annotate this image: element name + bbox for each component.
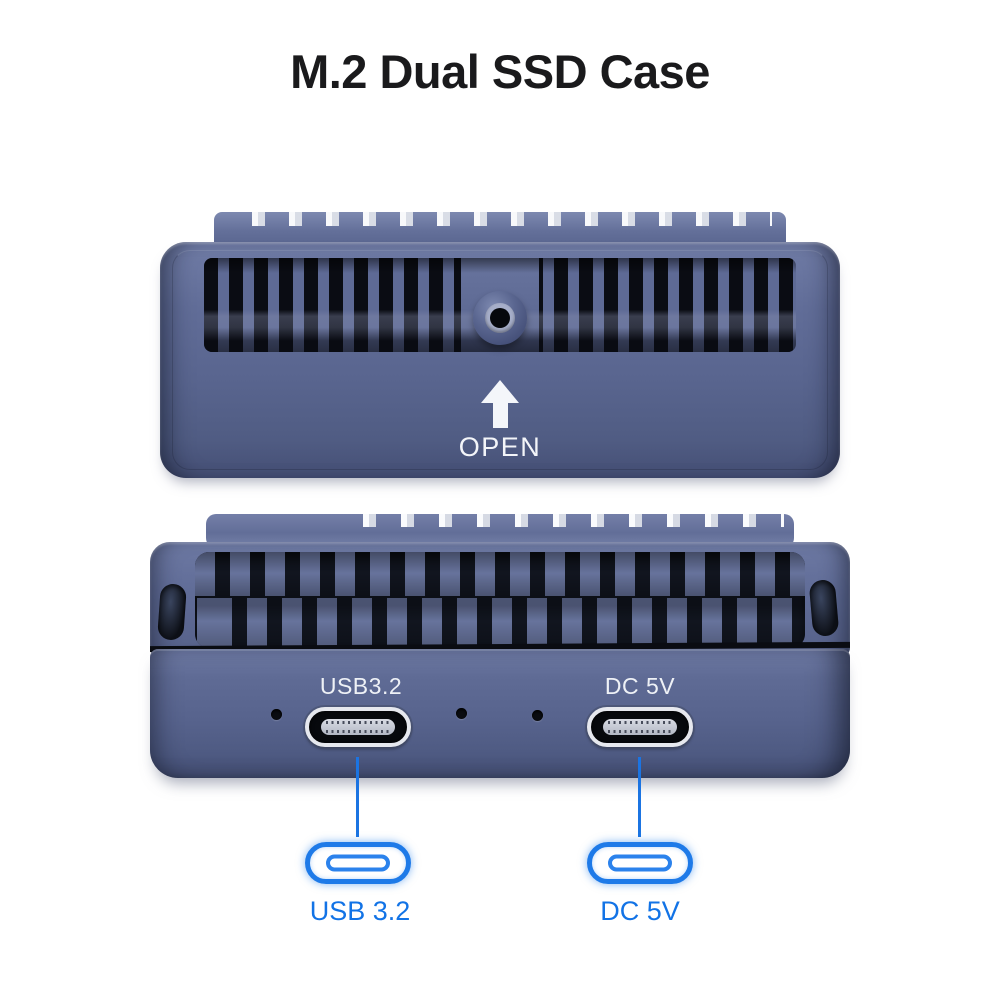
usb-c-port-usb xyxy=(305,707,411,747)
usb-c-connector-icon xyxy=(587,842,693,884)
usb-c-connector-icon-inner xyxy=(326,854,390,872)
enclosure-rear-view: USB3.2 DC 5V xyxy=(149,512,851,780)
led-indicator-hole xyxy=(271,709,282,720)
usb-c-connector-icon xyxy=(305,842,411,884)
usb-c-connector-icon-inner xyxy=(608,854,672,872)
callout-leader-line-usb xyxy=(356,757,359,837)
vent-teeth-bottom-row xyxy=(195,598,805,648)
usb-c-port-dc xyxy=(587,707,693,747)
open-label: OPEN xyxy=(458,432,542,462)
heatsink-fin-notches-rear xyxy=(338,514,784,527)
enclosure-top-view: OPEN xyxy=(160,212,840,478)
callout-leader-line-dc xyxy=(638,757,641,837)
lanyard-hole-right xyxy=(808,578,840,638)
vent-teeth-top-row xyxy=(195,552,805,597)
enclosure-base: USB3.2 DC 5V xyxy=(150,649,850,778)
up-arrow-icon-shaft xyxy=(492,402,508,428)
callout-label-dc: DC 5V xyxy=(600,896,680,926)
usb-c-port-tongue xyxy=(321,719,395,735)
page-title: M.2 Dual SSD Case xyxy=(290,45,710,98)
screw-hole-center xyxy=(490,308,510,328)
screw-hole xyxy=(473,291,527,345)
heatsink-fin-notches xyxy=(228,212,772,226)
up-arrow-icon xyxy=(481,380,519,403)
callout-label-usb: USB 3.2 xyxy=(309,896,411,926)
usb-port-label: USB3.2 xyxy=(319,673,403,699)
panel-seam xyxy=(172,250,828,470)
enclosure-top-body: OPEN xyxy=(160,242,840,478)
led-indicator-hole xyxy=(456,708,467,719)
led-indicator-hole xyxy=(532,710,543,721)
enclosure-lid xyxy=(150,542,850,656)
screw-hole-ring xyxy=(485,303,515,333)
dc-port-label: DC 5V xyxy=(604,673,676,699)
usb-c-port-tongue xyxy=(603,719,677,735)
vent-shading-rear xyxy=(195,552,805,648)
rear-vent-recess xyxy=(195,552,805,648)
lanyard-hole-left xyxy=(157,583,187,641)
heatsink-fins xyxy=(214,212,786,246)
